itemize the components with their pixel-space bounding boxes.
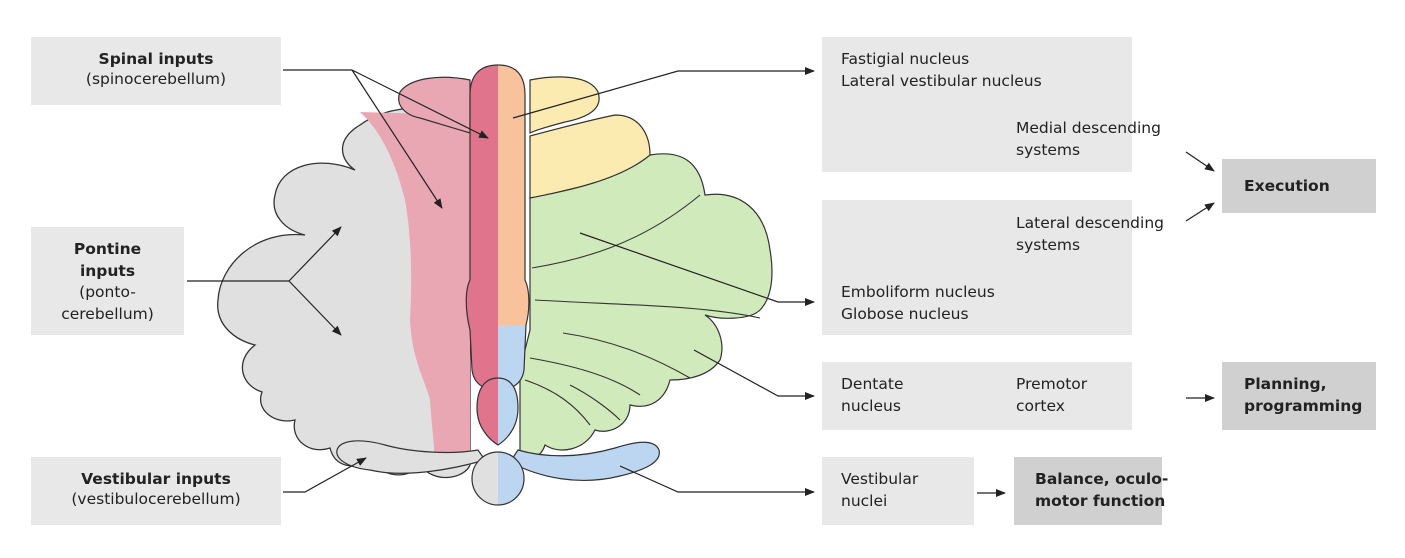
right-upper-lobe — [529, 76, 600, 135]
pontine-arrow-up — [288, 226, 342, 282]
lower-vermis-left — [477, 378, 498, 445]
vestibular-input-line — [283, 457, 367, 493]
pontine-arrow-down — [288, 280, 342, 336]
premotor-label-1: Premotor — [1016, 375, 1088, 393]
balance-label-1: Balance, oculo- — [1035, 470, 1169, 488]
dentate-box: Dentate nucleus Premotor cortex — [822, 362, 1132, 430]
dentate-label-2: nucleus — [841, 397, 901, 415]
right-fissure-3 — [562, 332, 691, 379]
paravermis-output-line — [579, 232, 815, 306]
lateral-vestibular-nucleus-label: Lateral vestibular nucleus — [841, 72, 1042, 90]
spinal-arrow-paravermis — [351, 69, 443, 209]
vestibular-nuclei-box: Vestibular nuclei — [822, 457, 974, 525]
lateral-output-line — [693, 349, 815, 400]
flocculus-output-line — [619, 465, 815, 496]
lateral-descending-label-2: systems — [1016, 236, 1081, 254]
right-fissure-1 — [531, 194, 701, 269]
vestibular-inputs-box: Vestibular inputs (vestibulocerebellum) — [31, 457, 281, 525]
pontine-inputs-subtitle-2: cerebellum) — [61, 304, 154, 323]
dentate-label-1: Dentate — [841, 375, 904, 393]
right-fissure-5 — [524, 379, 591, 426]
right-fissure-4 — [529, 357, 641, 396]
medial-descending-label-2: systems — [1016, 141, 1081, 159]
nodulus-left — [472, 452, 498, 505]
pontine-inputs-subtitle-1: (ponto- — [79, 283, 136, 301]
emboliform-nucleus-label: Emboliform nucleus — [841, 283, 995, 301]
vestibular-inputs-title: Vestibular inputs — [81, 470, 231, 488]
premotor-label-2: cortex — [1016, 397, 1065, 415]
left-upper-lobe — [398, 76, 471, 134]
pontine-inputs-title-2: inputs — [79, 261, 136, 280]
right-fissure-2 — [534, 299, 761, 319]
vestibular-nuclei-label-2: nuclei — [841, 492, 888, 510]
lateral-to-execution-arrow — [1185, 202, 1215, 222]
pontine-inputs-box: Pontine inputs (ponto- cerebellum) — [31, 227, 184, 335]
vermis-left-half — [466, 65, 498, 390]
execution-label: Execution — [1244, 177, 1330, 195]
pontine-inputs-title-1: Pontine — [73, 240, 142, 258]
balance-box: Balance, oculo- motor function — [1014, 457, 1168, 525]
globose-nucleus-label: Globose nucleus — [841, 305, 969, 323]
right-flocculus — [509, 441, 660, 481]
spinal-inputs-title: Spinal inputs — [98, 50, 214, 68]
balance-label-2: motor function — [1035, 492, 1166, 510]
nodulus-upper-right — [498, 325, 526, 390]
planning-box: Planning, programming — [1222, 362, 1376, 430]
vermis-right-half — [498, 65, 529, 325]
interposed-box: Lateral descending systems Emboliform nu… — [822, 200, 1164, 335]
medial-to-execution-arrow — [1185, 151, 1215, 172]
fastigial-nucleus-label: Fastigial nucleus — [841, 50, 970, 68]
planning-label-1: Planning, — [1244, 375, 1327, 393]
right-fissure-6 — [569, 384, 621, 421]
spinal-inputs-box: Spinal inputs (spinocerebellum) — [31, 37, 281, 105]
vermis-output-line — [512, 67, 815, 119]
spinal-inputs-subtitle: (spinocerebellum) — [85, 70, 227, 88]
vestibular-nuclei-label-1: Vestibular — [841, 470, 919, 488]
medial-descending-label-1: Medial descending — [1016, 119, 1161, 137]
lateral-descending-label-1: Lateral descending — [1016, 214, 1164, 232]
execution-box: Execution — [1222, 159, 1376, 213]
left-flocculus — [336, 440, 486, 474]
fastigial-box: Fastigial nucleus Lateral vestibular nuc… — [822, 37, 1161, 172]
nodulus-right — [498, 452, 524, 505]
right-lateral-hemisphere — [519, 153, 773, 460]
planning-label-2: programming — [1244, 397, 1363, 415]
spinal-arrow-vermis — [351, 69, 489, 139]
vestibular-inputs-subtitle: (vestibulocerebellum) — [71, 490, 241, 508]
